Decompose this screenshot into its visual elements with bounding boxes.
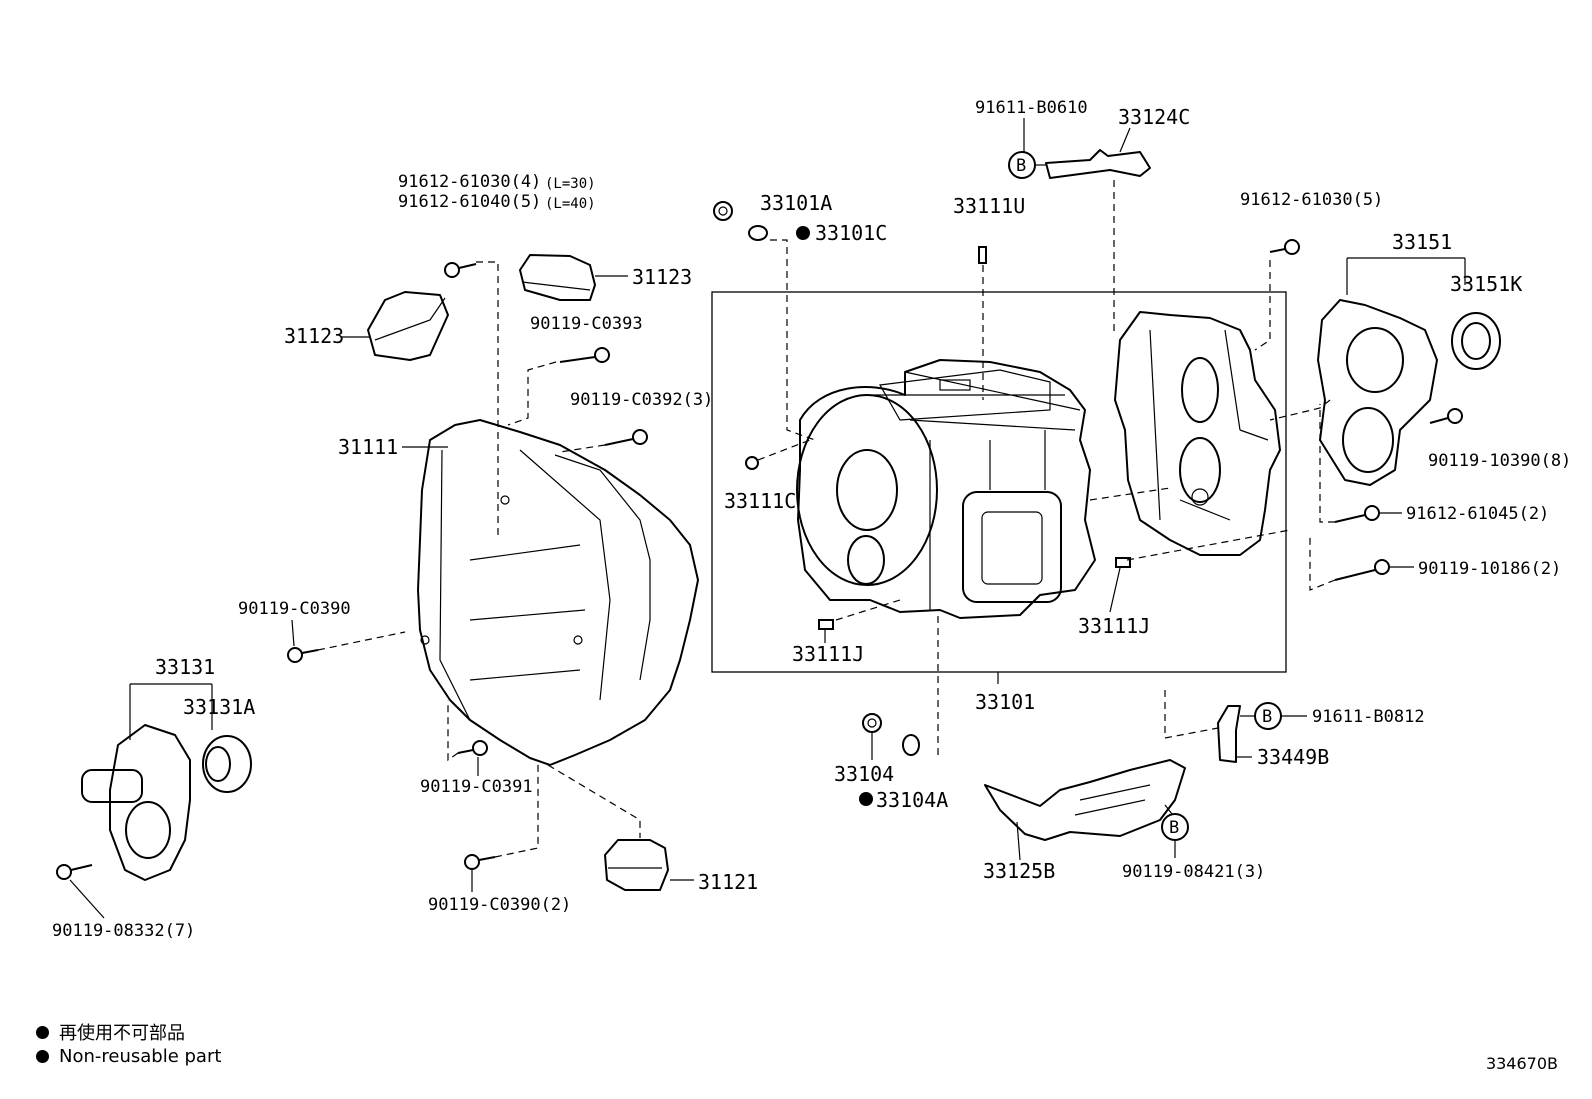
- label-33151k: 33151K: [1450, 272, 1522, 296]
- label-l40: (L=40): [545, 196, 596, 212]
- ref-b-circle-right: B: [1240, 702, 1307, 730]
- bolt-icon: [1334, 559, 1390, 581]
- legend-en: Non-reusable part: [36, 1046, 221, 1067]
- label-31121: 31121: [698, 870, 758, 894]
- label-90119-10186-2: 90119-10186(2): [1418, 559, 1561, 579]
- label-90119-08332-7: 90119-08332(7): [52, 921, 195, 941]
- legend-jp-text: 再使用不可部品: [59, 1023, 185, 1044]
- label-91611-b0610: 91611-B0610: [975, 98, 1088, 118]
- nut-icon: [713, 201, 733, 221]
- svg-text:B: B: [1016, 156, 1026, 176]
- boot-31123-left: [342, 291, 449, 361]
- label-90119-10390-8: 90119-10390(8): [1428, 451, 1571, 471]
- bolt-icon: [287, 647, 319, 663]
- label-90119-c0390: 90119-C0390: [238, 599, 351, 619]
- bolt-icon: [559, 347, 610, 363]
- transmission-case-33101: [796, 359, 1096, 619]
- nut-icon: [862, 713, 882, 733]
- bolt-icon: [1269, 239, 1300, 255]
- front-cover-33131: [81, 683, 213, 881]
- pad-31121: [604, 839, 694, 891]
- label-33104a: 33104A: [876, 788, 948, 812]
- label-90119-c0392-3: 90119-C0392(3): [570, 390, 713, 410]
- label-33111c: 33111C: [724, 489, 796, 513]
- label-33125b: 33125B: [983, 859, 1055, 883]
- label-33131: 33131: [155, 655, 215, 679]
- label-91612-61045-2: 91612-61045(2): [1406, 504, 1549, 524]
- washer-icon: [902, 734, 920, 756]
- boot-31123-right: [519, 254, 628, 301]
- bolt-icon: [464, 854, 496, 870]
- bolt-icon-group: [56, 201, 1463, 880]
- assembly-box-33101: [711, 291, 1287, 673]
- label-31123-right: 31123: [632, 265, 692, 289]
- guide-lines: [317, 180, 1336, 858]
- label-l30: (L=30): [545, 176, 596, 192]
- label-90119-08421-3: 90119-08421(3): [1122, 862, 1265, 882]
- bracket-33449b: [1217, 705, 1252, 763]
- label-33449b: 33449B: [1257, 745, 1329, 769]
- legend-en-text: Non-reusable part: [59, 1046, 222, 1067]
- non-reusable-dot: [796, 226, 810, 240]
- bolt-icon: [457, 740, 488, 756]
- label-33131a: 33131A: [183, 695, 255, 719]
- non-reusable-dot-icon: [36, 1025, 49, 1039]
- label-33124c: 33124C: [1118, 105, 1190, 129]
- figure-id: 334670B: [1485, 1054, 1558, 1073]
- clutch-housing-31111: [402, 419, 699, 766]
- label-33111j-left: 33111J: [792, 642, 864, 666]
- label-33151: 33151: [1392, 230, 1452, 254]
- non-reusable-dot-icon: [36, 1050, 49, 1063]
- svg-text:B: B: [1169, 818, 1179, 838]
- label-90119-c0393: 90119-C0393: [530, 314, 643, 334]
- bolt-icon: [444, 262, 477, 278]
- label-91612-61040-5: 91612-61040(5): [398, 192, 541, 212]
- pin-icon: [818, 619, 834, 630]
- rear-cover-33151: [1317, 257, 1466, 486]
- label-33111j-right: 33111J: [1078, 614, 1150, 638]
- washer-icon: [748, 225, 768, 241]
- legend-jp: 再使用不可部品: [36, 1019, 185, 1045]
- label-33101: 33101: [975, 690, 1035, 714]
- label-90119-c0391: 90119-C0391: [420, 777, 533, 797]
- label-33104: 33104: [834, 762, 894, 786]
- plug-icon: [745, 456, 759, 470]
- plate-33125b: [984, 759, 1186, 861]
- label-91612-61030-5: 91612-61030(5): [1240, 190, 1383, 210]
- non-reusable-dot: [859, 792, 873, 806]
- ref-b-circle-bottom: B: [1161, 804, 1189, 858]
- label-31111: 31111: [338, 435, 398, 459]
- bolt-icon: [1334, 505, 1380, 523]
- seal-33131a: [202, 735, 252, 793]
- rear-case-housing: [1114, 311, 1281, 556]
- bolt-icon: [604, 429, 648, 446]
- svg-text:B: B: [1262, 707, 1272, 727]
- seal-33151k: [1451, 312, 1501, 370]
- label-33101c: 33101C: [815, 221, 887, 245]
- label-91612-61030-4: 91612-61030(4): [398, 172, 541, 192]
- bolt-icon: [1429, 408, 1463, 424]
- part-33124c-bracket: [1045, 127, 1151, 179]
- pin-icon: [1115, 557, 1131, 568]
- label-91611-b0812: 91611-B0812: [1312, 707, 1425, 727]
- label-33101a: 33101A: [760, 191, 832, 215]
- bolt-icon: [56, 864, 93, 880]
- part-labels: 91611-B0610 33124C 91612-61030(4) (L=30)…: [52, 98, 1571, 941]
- label-90119-c0390-2: 90119-C0390(2): [428, 895, 571, 915]
- pin-icon: [978, 246, 987, 264]
- label-33111u: 33111U: [953, 194, 1025, 218]
- ref-b-circle-top: B: [1008, 118, 1046, 179]
- label-31123-left: 31123: [284, 324, 344, 348]
